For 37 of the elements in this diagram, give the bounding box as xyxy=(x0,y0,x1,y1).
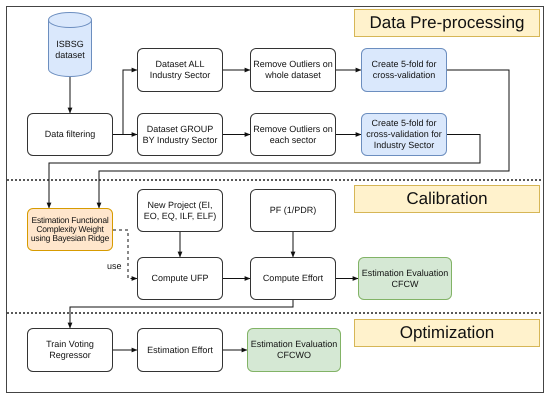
arrow xyxy=(112,348,138,352)
process-box: Compute UFP xyxy=(137,257,223,300)
database-cylinder: ISBSG dataset xyxy=(48,12,92,77)
edge-label: use xyxy=(107,262,122,271)
process-box: Remove Outliers on each sector xyxy=(250,113,336,156)
section-header: Optimization xyxy=(354,319,540,347)
arrow xyxy=(222,276,251,281)
process-box: Estimation Effort xyxy=(137,328,223,372)
arrow xyxy=(96,70,510,209)
process-box: Train Voting Regressor xyxy=(27,328,113,372)
arrow xyxy=(336,68,362,72)
arrow xyxy=(336,276,359,281)
arrow xyxy=(178,232,182,258)
arrow xyxy=(222,348,248,352)
arrow xyxy=(68,300,294,329)
arrow xyxy=(68,76,72,114)
section-header: Data Pre-processing xyxy=(354,9,540,37)
dashed-arrow xyxy=(112,230,138,281)
process-box: Estimation Evaluation CFCWO xyxy=(247,328,341,372)
arrow xyxy=(336,132,362,137)
section-header: Calibration xyxy=(354,185,540,213)
arrow xyxy=(290,232,296,258)
process-box: New Project (EI, EO, EQ, ILF, ELF) xyxy=(137,189,223,232)
process-box: Data filtering xyxy=(27,113,113,156)
arrow xyxy=(46,134,480,209)
process-box: Compute Effort xyxy=(250,257,336,300)
process-box: PF (1/PDR) xyxy=(250,189,336,232)
process-box: Estimation Functional Complexity Weight using Bayesian Ridge xyxy=(27,208,113,251)
arrow xyxy=(222,68,251,72)
process-box: Dataset GROUP BY Industry Sector xyxy=(137,113,223,156)
process-box: Dataset ALL Industry Sector xyxy=(137,48,223,92)
process-box: Create 5-fold for cross-validation for Industry Sector xyxy=(361,113,447,156)
process-box: Estimation Evaluation CFCW xyxy=(358,257,452,300)
process-box: Create 5-fold for cross-validation xyxy=(361,48,447,92)
arrow xyxy=(112,132,138,137)
process-box: Remove Outliers on whole dataset xyxy=(250,48,336,92)
arrow xyxy=(222,132,251,137)
